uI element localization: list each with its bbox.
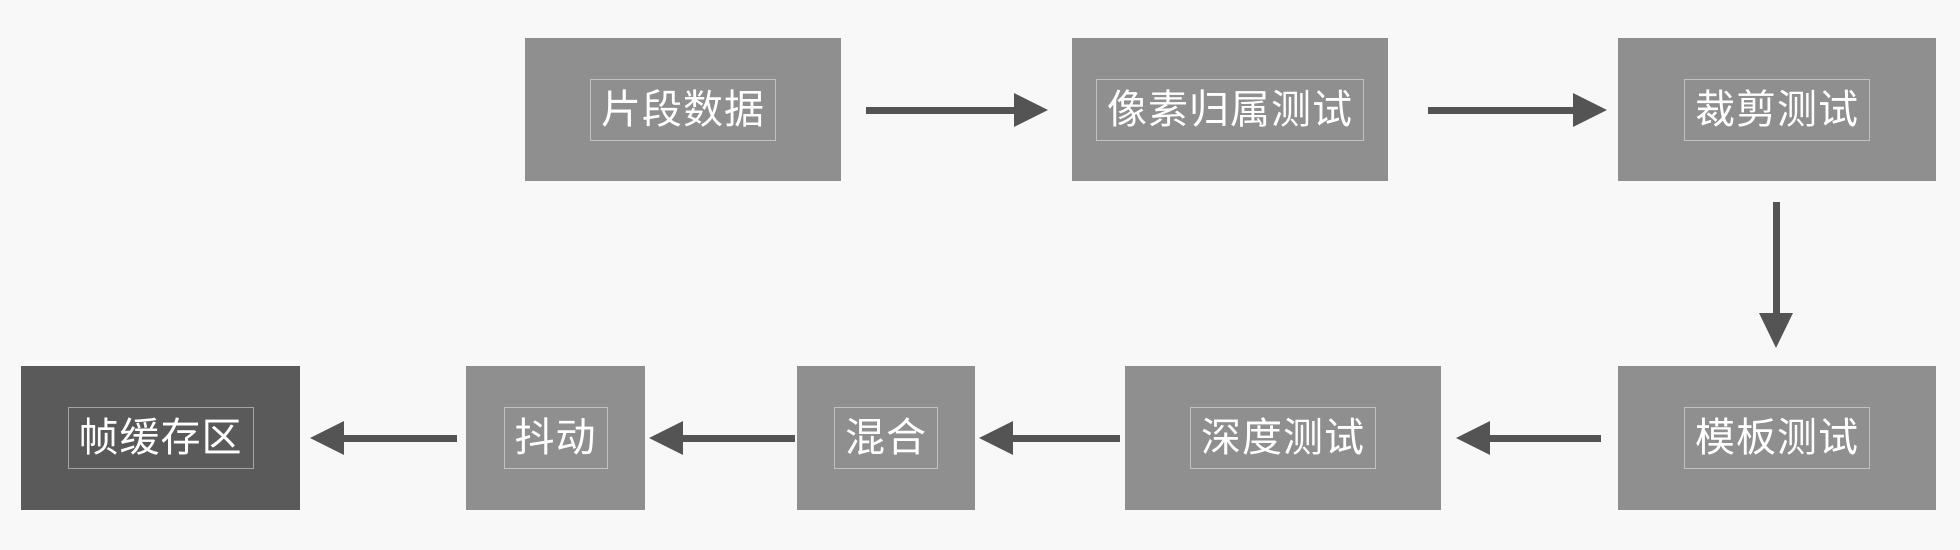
- label-frame: 裁剪测试: [1684, 78, 1870, 141]
- node-fragment-data: 片段数据: [525, 38, 841, 181]
- label-frame: 像素归属测试: [1096, 78, 1364, 141]
- arrow-pixel-ownership-to-scissor: [1428, 93, 1607, 127]
- node-depth-test: 深度测试: [1125, 366, 1441, 510]
- arrow-shaft: [866, 106, 1014, 114]
- label-frame: 深度测试: [1190, 407, 1376, 469]
- arrow-shaft: [344, 434, 457, 442]
- arrow-blend-to-dither: [649, 421, 795, 455]
- arrow-dither-to-framebuffer: [310, 421, 457, 455]
- arrow-fragment-to-pixel-ownership: [866, 93, 1048, 127]
- arrowhead-left-icon: [310, 421, 344, 455]
- arrowhead-right-icon: [1573, 93, 1607, 127]
- node-blend: 混合: [797, 366, 975, 510]
- arrowhead-right-icon: [1014, 93, 1048, 127]
- arrow-depth-to-blend: [979, 421, 1120, 455]
- node-label: 裁剪测试: [1695, 87, 1859, 132]
- label-frame: 帧缓存区: [67, 407, 254, 469]
- arrow-shaft: [1772, 202, 1780, 313]
- arrow-stencil-to-depth: [1456, 421, 1601, 455]
- label-frame: 模板测试: [1684, 407, 1870, 469]
- node-label: 帧缓存区: [78, 416, 243, 460]
- node-label: 抖动: [514, 416, 597, 460]
- arrow-shaft: [1013, 434, 1120, 442]
- node-dither: 抖动: [466, 366, 645, 510]
- node-pixel-ownership-test: 像素归属测试: [1072, 38, 1388, 181]
- node-scissor-test: 裁剪测试: [1618, 38, 1936, 181]
- node-label: 混合: [845, 416, 927, 460]
- node-framebuffer: 帧缓存区: [21, 366, 300, 510]
- label-frame: 片段数据: [590, 78, 776, 141]
- node-stencil-test: 模板测试: [1618, 366, 1936, 510]
- arrowhead-left-icon: [649, 421, 683, 455]
- arrow-scissor-to-stencil: [1759, 202, 1793, 348]
- arrow-shaft: [1428, 106, 1573, 114]
- node-label: 模板测试: [1695, 416, 1859, 460]
- arrow-shaft: [1490, 434, 1601, 442]
- label-frame: 抖动: [503, 407, 608, 469]
- arrowhead-left-icon: [979, 421, 1013, 455]
- label-frame: 混合: [834, 407, 938, 469]
- node-label: 像素归属测试: [1107, 87, 1353, 132]
- arrowhead-down-icon: [1759, 313, 1793, 348]
- arrow-shaft: [683, 434, 795, 442]
- node-label: 片段数据: [601, 87, 765, 132]
- node-label: 深度测试: [1201, 416, 1365, 460]
- arrowhead-left-icon: [1456, 421, 1490, 455]
